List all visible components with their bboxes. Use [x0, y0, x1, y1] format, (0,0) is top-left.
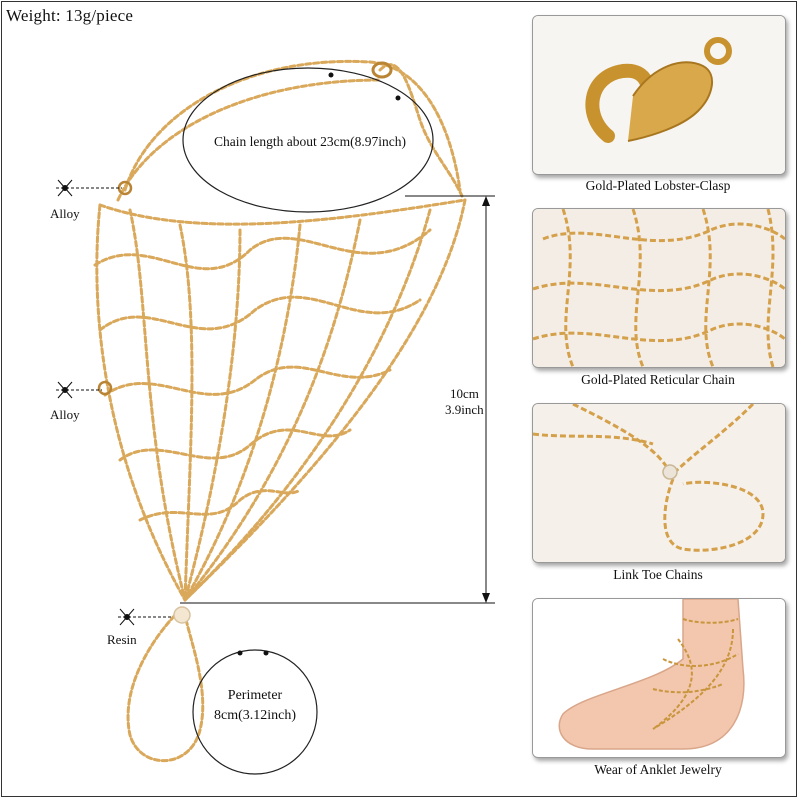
lobster-clasp-image: [533, 16, 785, 174]
height-inch-label: 3.9inch: [445, 402, 484, 417]
band-chain: [98, 198, 467, 226]
top-chain-inner: [116, 78, 382, 202]
caption-lobster-clasp: Gold-Plated Lobster-Clasp: [585, 178, 731, 193]
resin-bead: [173, 606, 191, 624]
top-chain: [123, 59, 462, 192]
caption-wear-anklet: Wear of Anklet Jewelry: [594, 762, 722, 777]
anklet-illustration: [56, 59, 495, 775]
toe-loop: [126, 608, 205, 763]
material-label-alloy-middle: Alloy: [50, 407, 80, 422]
caption-reticular-chain: Gold-Plated Reticular Chain: [581, 372, 735, 387]
perimeter-ellipse: [192, 649, 318, 775]
panel-reticular-chain: [532, 208, 786, 368]
chain-length-ellipse: [182, 67, 434, 213]
material-label-resin: Resin: [107, 632, 137, 647]
chain-length-label: Chain length about 23cm(8.97inch): [214, 134, 406, 149]
panel-toe-chains: [532, 403, 786, 563]
panel-wear-anklet: [532, 598, 786, 758]
perimeter-value: 8cm(3.12inch): [213, 708, 297, 723]
toe-chains-image: [533, 404, 785, 562]
caption-toe-chains: Link Toe Chains: [613, 567, 703, 582]
wear-anklet-image: [533, 599, 785, 757]
panel-lobster-clasp: [532, 15, 786, 175]
material-label-alloy-top: Alloy: [50, 206, 80, 221]
reticular-chain-image: [533, 209, 785, 367]
perimeter-title: Perimeter: [227, 688, 283, 703]
main-product-view: Chain length about 23cm(8.97inch) 10cm 3…: [50, 59, 495, 775]
weight-label: Weight: 13g/piece: [6, 6, 134, 25]
clasp-small: [371, 61, 393, 79]
extender-chain: [378, 63, 464, 198]
height-cm-label: 10cm: [450, 386, 479, 401]
